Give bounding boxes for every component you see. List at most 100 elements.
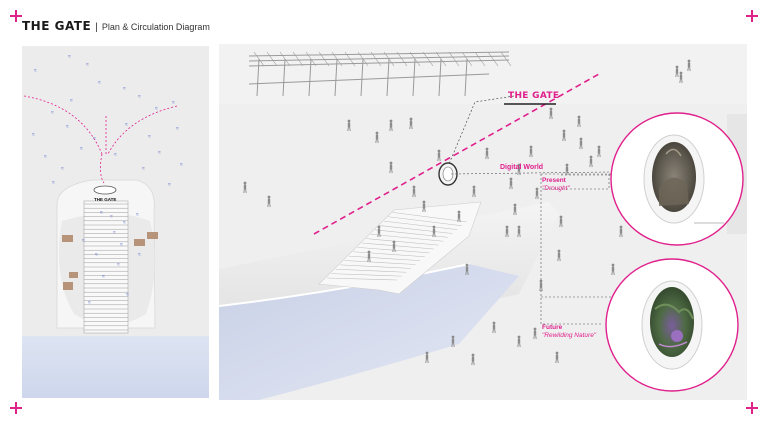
digital-world-label: Digital World (500, 164, 544, 171)
person-figure: ≈ (172, 100, 175, 106)
person-silhouette (422, 200, 426, 213)
person-figure: ≈ (123, 220, 126, 226)
gate-label: THE GATE (508, 91, 560, 101)
person-silhouette (597, 145, 601, 158)
person-silhouette (432, 225, 436, 238)
person-silhouette (367, 250, 371, 263)
person-figure: ≈ (32, 132, 35, 138)
person-silhouette (389, 161, 393, 174)
person-figure: ≈ (113, 230, 116, 236)
corner-mark-top-left (10, 10, 22, 22)
person-figure: ≈ (138, 94, 141, 100)
person-silhouette (457, 210, 461, 223)
person-silhouette (533, 327, 537, 340)
person-figure: ≈ (100, 210, 103, 216)
person-silhouette (471, 353, 475, 366)
person-figure: ≈ (168, 182, 171, 188)
title-separator: | (95, 22, 98, 33)
person-figure: ≈ (86, 62, 89, 68)
perspective-stair (326, 212, 467, 281)
person-silhouette (517, 163, 521, 176)
person-silhouette (559, 215, 563, 228)
person-silhouette (509, 177, 513, 190)
person-silhouette (472, 185, 476, 198)
person-figure: ≈ (114, 152, 117, 158)
person-figure: ≈ (142, 166, 145, 172)
person-silhouette (492, 321, 496, 334)
person-silhouette (611, 263, 615, 276)
person-silhouette (347, 119, 351, 132)
person-silhouette (579, 137, 583, 150)
sightline (313, 73, 600, 235)
pergola-structure (248, 51, 512, 97)
person-silhouette (243, 181, 247, 194)
person-figure: ≈ (117, 262, 120, 268)
eggs-connector (540, 174, 601, 325)
person-figure: ≈ (123, 86, 126, 92)
future-title: Future (542, 324, 563, 331)
person-silhouette (375, 131, 379, 144)
person-silhouette (619, 225, 623, 238)
person-silhouette (425, 351, 429, 364)
perspective-view: THE GATE Digital World Present "Drought"… (219, 44, 747, 400)
person-silhouette (535, 187, 539, 200)
person-figure: ≈ (125, 122, 128, 128)
bench (147, 232, 158, 239)
person-silhouette (589, 155, 593, 168)
person-silhouette (485, 147, 489, 160)
corner-mark-bottom-right (746, 402, 758, 414)
person-figure: ≈ (52, 180, 55, 186)
digital-world-connector (450, 171, 610, 190)
present-bubble (610, 112, 744, 246)
plan-people: ≈≈≈≈≈≈≈≈≈≈≈≈≈≈≈≈≈≈≈≈≈≈≈≈≈≈≈≈≈≈≈≈≈≈≈≈≈≈ (32, 54, 183, 306)
person-figure: ≈ (61, 166, 64, 172)
person-silhouette (465, 263, 469, 276)
plan-circulation-paths (23, 95, 178, 184)
person-silhouette (451, 335, 455, 348)
person-figure: ≈ (176, 126, 179, 132)
bench (63, 282, 73, 290)
person-silhouette (529, 145, 533, 158)
corner-mark-bottom-left (10, 402, 22, 414)
gate-callout-line (448, 95, 515, 165)
person-figure: ≈ (110, 214, 113, 220)
bench (134, 239, 145, 246)
present-title: Present (542, 177, 566, 184)
perspective-drawing (219, 44, 747, 400)
person-silhouette (517, 225, 521, 238)
canal-water (219, 264, 519, 400)
person-figure: ≈ (68, 54, 71, 60)
person-figure: ≈ (82, 238, 85, 244)
person-figure: ≈ (138, 252, 141, 258)
person-figure: ≈ (51, 110, 54, 116)
person-silhouette (549, 107, 553, 120)
person-figure: ≈ (126, 292, 129, 298)
person-figure: ≈ (98, 80, 101, 86)
person-figure: ≈ (70, 98, 73, 104)
person-silhouette (562, 129, 566, 142)
person-silhouette (577, 115, 581, 128)
person-silhouette (679, 71, 683, 84)
person-silhouette (409, 117, 413, 130)
person-figure: ≈ (155, 106, 158, 112)
stair-platform (318, 201, 482, 295)
page-header: THE GATE | Plan & Circulation Diagram (22, 19, 210, 33)
bench (69, 272, 78, 278)
person-figure: ≈ (44, 154, 47, 160)
future-bubble (605, 258, 739, 392)
person-silhouette (565, 163, 569, 176)
person-silhouette (267, 195, 271, 208)
person-figure: ≈ (120, 242, 123, 248)
person-figure: ≈ (34, 68, 37, 74)
plan-stair (83, 200, 129, 334)
plan-gate-label: THE GATE (94, 197, 117, 202)
person-figure: ≈ (66, 124, 69, 130)
person-silhouette (437, 149, 441, 162)
person-figure: ≈ (102, 274, 105, 280)
person-figure: ≈ (158, 150, 161, 156)
person-silhouette (555, 351, 559, 364)
person-figure: ≈ (93, 136, 96, 142)
person-figure: ≈ (136, 212, 139, 218)
person-silhouette (557, 249, 561, 262)
person-silhouette (505, 225, 509, 238)
